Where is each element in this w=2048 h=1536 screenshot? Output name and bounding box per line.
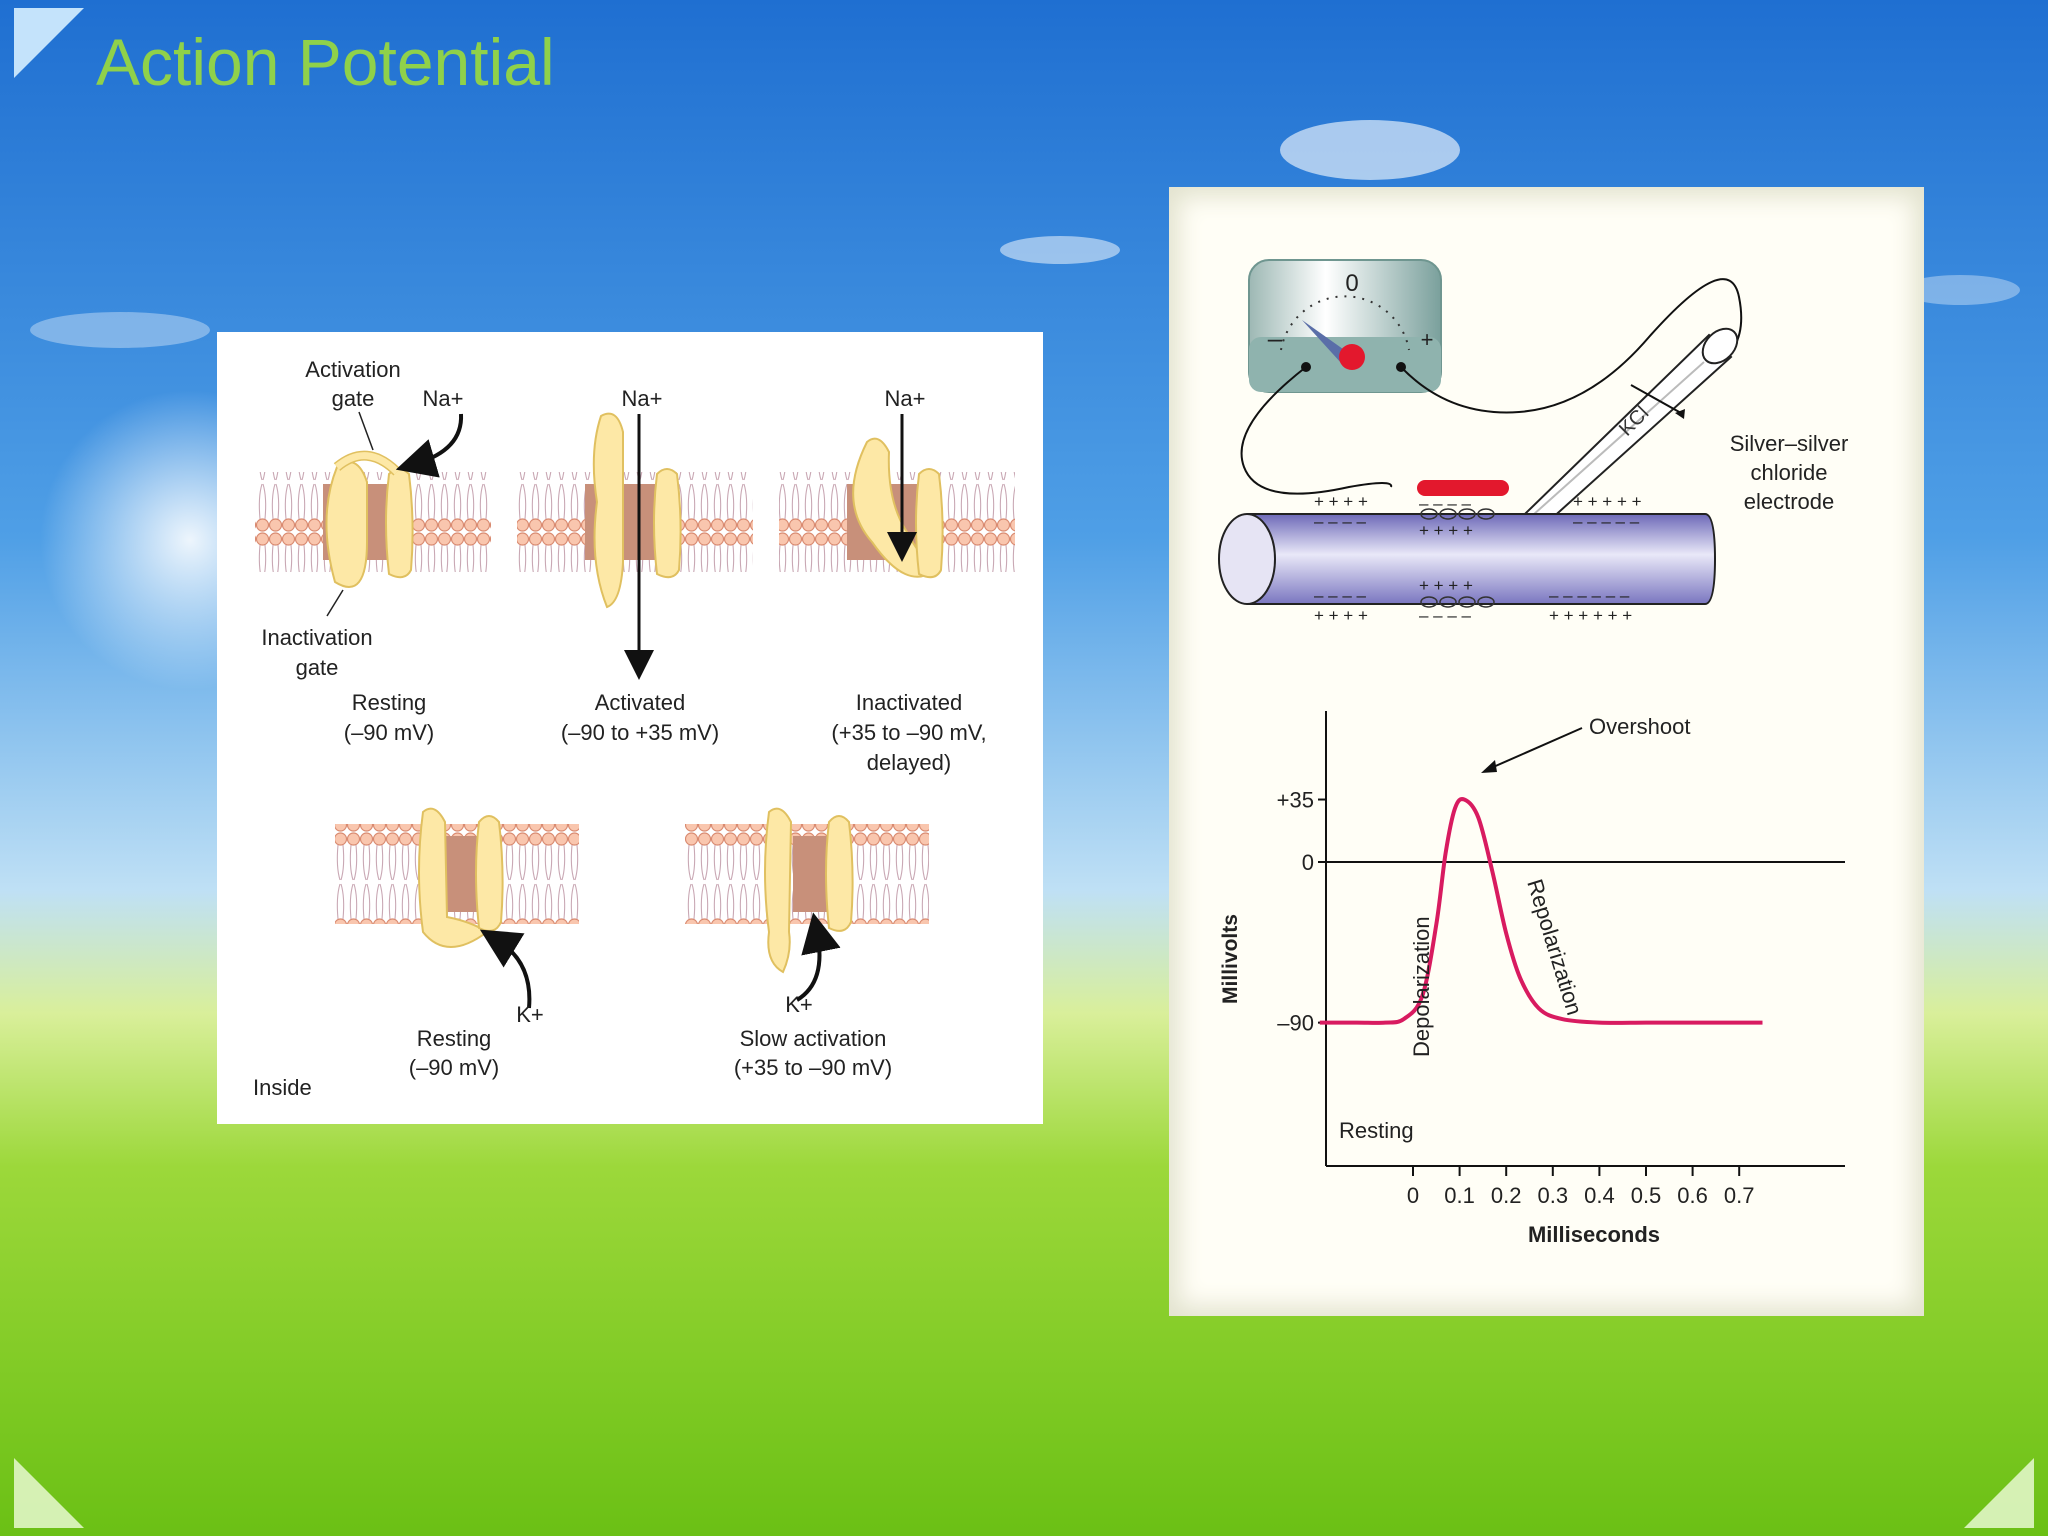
label-resting-na: Resting <box>352 690 427 715</box>
recording-figure: 0 – + KCl Silver–silver chloride electro… <box>1169 187 1924 1316</box>
electrode-label-1: Silver–silver <box>1730 431 1849 456</box>
charge-top-left-plus: + + + + <box>1314 492 1368 511</box>
label-inactivation-gate-1: Inactivation <box>261 625 372 650</box>
charge-mid-minus: – – – – <box>1419 494 1472 513</box>
charge-top-right-plus: + + + + + <box>1573 492 1642 511</box>
recording-diagram: 0 – + KCl Silver–silver chloride electro… <box>1218 259 1849 1247</box>
meter-plus-label: + <box>1421 327 1434 352</box>
annotation-overshoot: Overshoot <box>1589 714 1691 739</box>
y-tick-label: +35 <box>1277 788 1314 813</box>
label-inside: Inside <box>253 1075 312 1100</box>
y-axis-label: Millivolts <box>1219 914 1242 1004</box>
y-tick-label: –90 <box>1277 1011 1314 1036</box>
ion-channel-diagram: Activation gate Na+ Na+ Na+ Inactivation… <box>253 357 1015 1100</box>
annotation-resting: Resting <box>1339 1118 1414 1143</box>
label-activated: Activated <box>595 690 686 715</box>
ion-channel-figure: Activation gate Na+ Na+ Na+ Inactivation… <box>217 332 1043 1124</box>
label-activation-gate-2: gate <box>332 386 375 411</box>
kcl-electrode: KCl Silver–silver chloride electrode <box>1489 327 1849 559</box>
label-inactivated-delayed: delayed) <box>867 750 951 775</box>
x-tick-label: 0.3 <box>1538 1183 1569 1208</box>
label-k-ion-2: K+ <box>785 992 813 1017</box>
charge-mid-plus: + + + + <box>1419 521 1473 540</box>
membrane-slow-activation <box>685 807 929 1002</box>
label-resting-k: Resting <box>417 1026 492 1051</box>
wire-left <box>1240 366 1393 495</box>
x-tick-label: 0.6 <box>1677 1183 1708 1208</box>
charge-bot-mid-minus: – – – – <box>1419 606 1472 625</box>
label-k-ion-1: K+ <box>516 1002 544 1027</box>
label-inactivation-gate-2: gate <box>296 655 339 680</box>
x-tick-label: 0.4 <box>1584 1183 1615 1208</box>
membrane-resting-k <box>335 807 579 1009</box>
charge-bot-left-plus: + + + + <box>1314 606 1368 625</box>
y-tick-label: 0 <box>1302 850 1314 875</box>
x-tick-label: 0.5 <box>1631 1183 1662 1208</box>
corner-triangle-bottom-right <box>1964 1458 2034 1528</box>
charge-top-left-minus: – – – – <box>1314 512 1367 531</box>
corner-triangle-bottom-left <box>14 1458 84 1528</box>
label-activated-mv: (–90 to +35 mV) <box>561 720 719 745</box>
label-slow-activation: Slow activation <box>740 1026 887 1051</box>
label-activation-gate-1: Activation <box>305 357 400 382</box>
x-tick-label: 0.7 <box>1724 1183 1755 1208</box>
meter-minus-label: – <box>1268 323 1283 353</box>
slide-title: Action Potential <box>96 25 555 99</box>
action-potential-chart: +35 0 –90 0 0.1 0.2 0.3 0.4 0.5 0.6 0.7 Millivolt… <box>1219 711 1845 1247</box>
label-slow-activation-mv: (+35 to –90 mV) <box>734 1055 892 1080</box>
x-tick-label: 0.1 <box>1444 1183 1475 1208</box>
axon: + + + + – – – – – – – – + + + + + + + + … <box>1218 480 1717 625</box>
wire-right <box>1400 278 1743 414</box>
charge-top-right-minus: – – – – – <box>1573 512 1640 531</box>
charge-bot-mid-plus: + + + + <box>1419 576 1473 595</box>
action-potential-curve <box>1319 797 1763 1025</box>
membrane-activated <box>517 412 753 680</box>
label-resting-na-mv: (–90 mV) <box>344 720 434 745</box>
charge-bot-right-minus: – – – – – – <box>1549 586 1630 605</box>
label-inactivated-mv: (+35 to –90 mV, <box>831 720 986 745</box>
x-axis-label: Milliseconds <box>1528 1222 1660 1247</box>
voltmeter: 0 – + <box>1248 259 1442 393</box>
charge-bot-right-plus: + + + + + + <box>1549 606 1632 625</box>
label-resting-k-mv: (–90 mV) <box>409 1055 499 1080</box>
label-inactivated: Inactivated <box>856 690 962 715</box>
electrode-label-3: electrode <box>1744 489 1835 514</box>
electrode-label-2: chloride <box>1750 460 1827 485</box>
annotation-depolarization: Depolarization <box>1409 916 1434 1057</box>
label-na-ion-3: Na+ <box>885 386 926 411</box>
x-tick-label: 0 <box>1407 1183 1419 1208</box>
corner-triangle-top-left <box>14 8 84 78</box>
label-na-ion-2: Na+ <box>622 386 663 411</box>
x-tick-label: 0.2 <box>1491 1183 1522 1208</box>
meter-zero-label: 0 <box>1345 270 1358 297</box>
membrane-inactivated <box>779 414 1015 579</box>
membrane-resting-na <box>255 450 491 588</box>
charge-bot-left-minus: – – – – <box>1314 586 1367 605</box>
label-na-ion-1: Na+ <box>423 386 464 411</box>
